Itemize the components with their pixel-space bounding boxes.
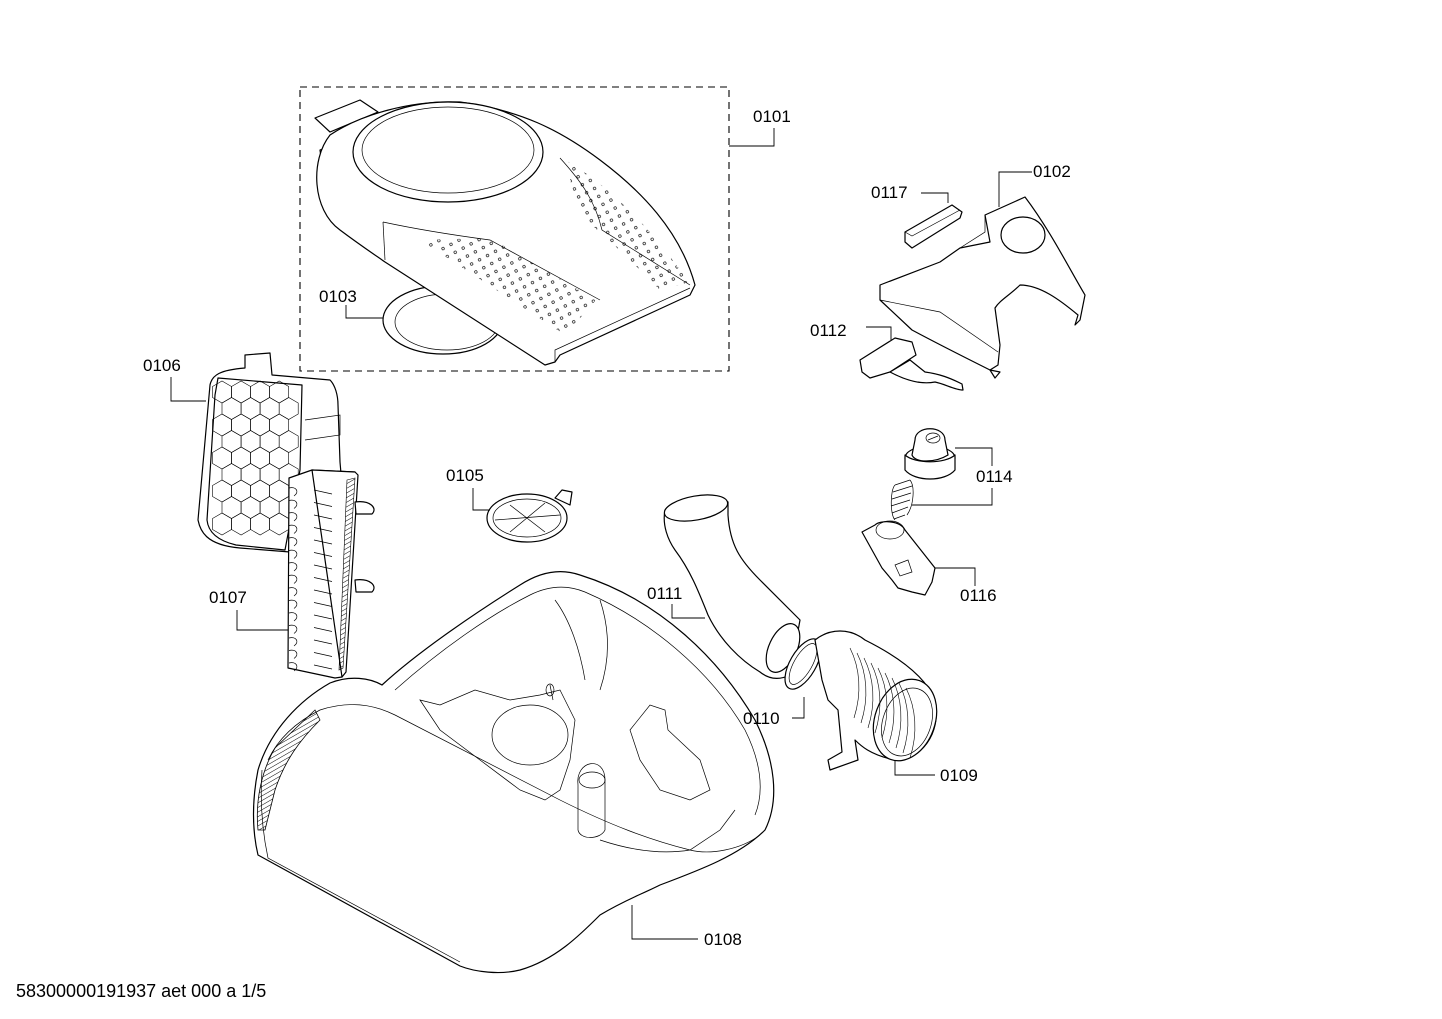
filter-pleat [288, 649, 333, 659]
socket-ribs [849, 647, 916, 759]
document-reference-footer: 58300000191937 aet 000 a 1/5 [16, 981, 267, 1001]
socket-rib [884, 672, 895, 744]
filter-pleat [288, 612, 333, 622]
leader-0110 [792, 697, 805, 719]
leader-0112 [866, 326, 892, 340]
socket-rib [877, 667, 888, 739]
part-0112-release-button [859, 337, 964, 391]
part-label-0102: 0102 [1033, 162, 1071, 181]
filter-pleat [288, 574, 333, 584]
socket-rib [898, 682, 909, 754]
filter-pleat [288, 662, 333, 672]
socket-rib [849, 647, 860, 719]
part-label-0114: 0114 [976, 467, 1013, 486]
socket-rib [870, 662, 881, 734]
filter-pleat [288, 487, 333, 497]
group-box-0101 [299, 86, 730, 372]
part-label-0112: 0112 [810, 321, 847, 340]
leader-0116 [935, 567, 976, 586]
filter-pleat [288, 637, 333, 647]
honeycomb-mesh [212, 380, 299, 536]
part-0114-spring [890, 479, 914, 521]
part-label-0105: 0105 [446, 466, 484, 485]
leader-0117 [921, 192, 949, 203]
part-0105-grille-disc [486, 489, 573, 543]
leader-0107 [236, 610, 288, 631]
part-label-0103: 0103 [319, 287, 357, 306]
part-0109-corrugated-socket [814, 630, 938, 771]
part-label-0109: 0109 [940, 766, 978, 785]
part-0101-cover [314, 99, 696, 366]
leader-0106 [170, 377, 206, 402]
leader-0101 [729, 128, 775, 147]
socket-rib [856, 652, 867, 724]
leader-0103 [345, 305, 383, 319]
socket-rib [905, 687, 916, 759]
socket-rib [891, 677, 902, 749]
part-0108-main-housing [252, 570, 775, 974]
part-label-0111: 0111 [647, 584, 683, 603]
part-label-0117: 0117 [871, 183, 908, 202]
part-label-0110: 0110 [743, 709, 780, 728]
filter-pleat [288, 537, 333, 547]
leader-lines [170, 128, 1032, 940]
filter-pleats [288, 487, 333, 672]
socket-rib [863, 657, 874, 729]
part-0114-knob [904, 428, 956, 480]
filter-pleat [288, 524, 333, 534]
part-label-0101: 0101 [753, 107, 791, 126]
part-label-0106: 0106 [143, 356, 181, 375]
filter-pleat [288, 599, 333, 609]
part-0107-pleated-filter [287, 469, 375, 679]
part-label-0108: 0108 [704, 930, 742, 949]
filter-pleat [288, 499, 333, 509]
filter-pleat [288, 549, 333, 559]
filter-pleat [288, 562, 333, 572]
part-label-0107: 0107 [209, 588, 247, 607]
leader-0105 [472, 488, 490, 511]
part-label-0116: 0116 [960, 586, 997, 605]
leader-0111 [671, 604, 705, 619]
leader-0109 [894, 760, 935, 776]
leader-0114 [912, 447, 993, 506]
part-0102-handle-frame [879, 196, 1086, 379]
filter-pleat [288, 512, 333, 522]
part-0111-air-duct [663, 494, 801, 679]
filter-pleat [288, 587, 333, 597]
part-0116-holder-bracket [861, 520, 936, 596]
filter-pleat [288, 624, 333, 634]
leader-0108 [631, 905, 698, 940]
part-0117-slider-cap [904, 204, 963, 249]
leader-0102 [998, 171, 1032, 207]
part-0106-honeycomb-frame [197, 352, 346, 553]
